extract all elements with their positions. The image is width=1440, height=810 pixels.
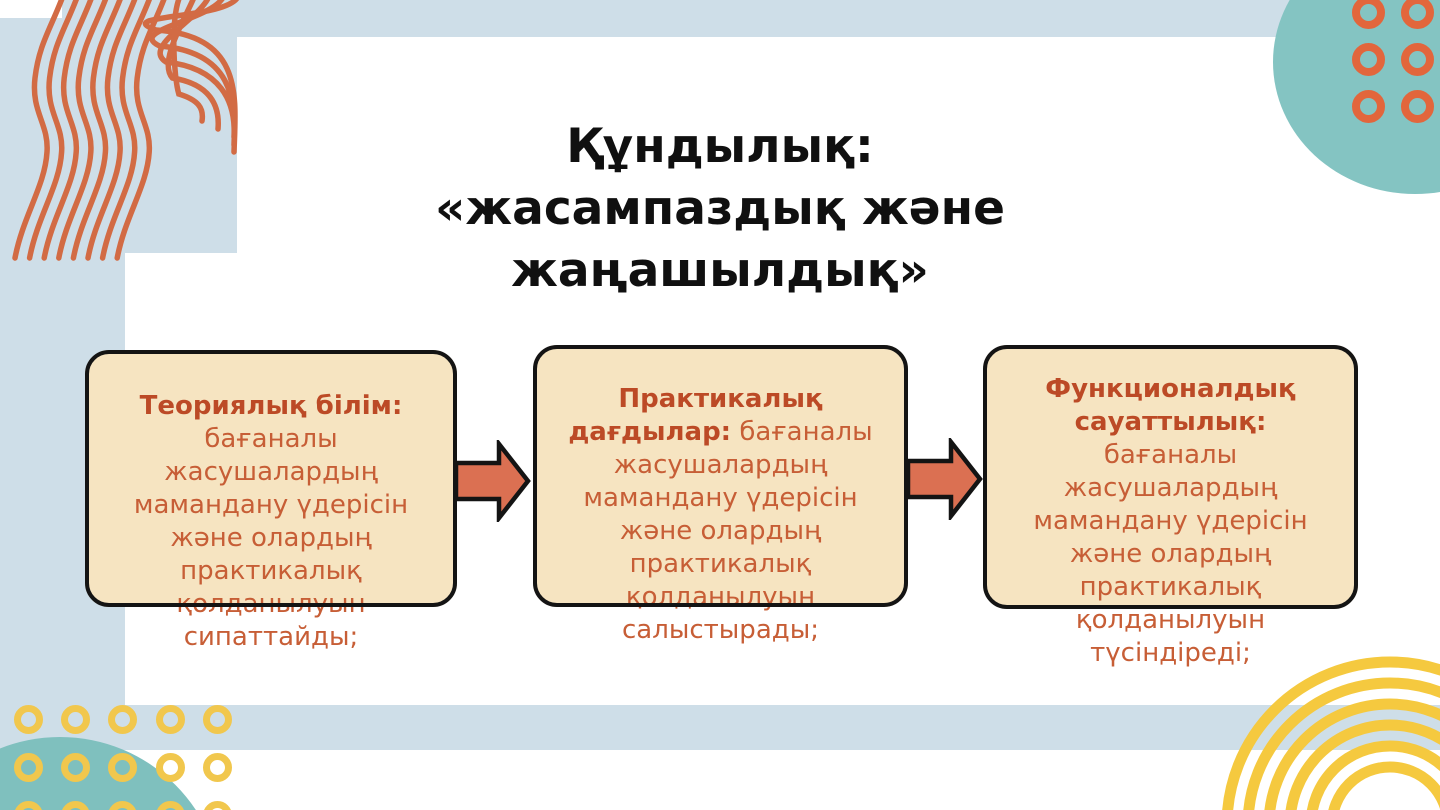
yellow-ring-icon (202, 704, 232, 734)
yellow-ring-icon (107, 704, 137, 734)
yellow-arcs-icon (1222, 656, 1440, 810)
yellow-arc (1264, 698, 1440, 810)
slide-title: Құндылық: «жасампаздық және жаңашылдық» (434, 119, 1006, 298)
yellow-ring-icon (107, 800, 137, 810)
yellow-arc (1243, 677, 1440, 810)
card-heading: Теориялық білім: (139, 391, 403, 421)
wave-line (114, 0, 167, 261)
yellow-arc (1328, 761, 1440, 810)
wave-line (85, 0, 138, 261)
yellow-ring-icon (155, 752, 185, 782)
card-theoretical-knowledge: Теориялық білім: бағаналы жасушалардың м… (85, 350, 457, 651)
card-text: Теориялық білім: бағаналы жасушалардың м… (85, 350, 457, 654)
card-heading: Практикалық дағдылар: (568, 384, 823, 447)
orange-ring-icon (1351, 42, 1385, 76)
yellow-ring-icon (13, 704, 43, 734)
wave-line (142, 0, 239, 155)
yellow-ring-icon (202, 752, 232, 782)
frame-band-top (0, 0, 1440, 37)
yellow-ring-icon (13, 752, 43, 782)
yellow-ring-icon (155, 800, 185, 810)
card-text: Практикалық дағдылар: бағаналы жасушалар… (533, 345, 908, 647)
card-practical-skills: Практикалық дағдылар: бағаналы жасушалар… (533, 345, 908, 645)
orange-ring-icon (1351, 0, 1385, 29)
yellow-ring-icon (13, 800, 43, 810)
wave-line (157, 0, 237, 140)
yellow-ring-icon (60, 704, 90, 734)
frame-band-bottom (0, 705, 1440, 750)
card-body: бағаналы жасушалардың мамандану үдерісін… (583, 417, 873, 645)
wave-line (171, 0, 206, 124)
yellow-ring-icon (60, 800, 90, 810)
card-body: бағаналы жасушалардың мамандану үдерісін… (1033, 440, 1308, 668)
wave-line (149, 0, 238, 148)
yellow-ring-icon (155, 704, 185, 734)
arrow-right-icon (906, 438, 983, 520)
yellow-ring-icon (60, 752, 90, 782)
yellow-ring-icon (202, 800, 232, 810)
wave-lines-icon (12, 0, 239, 261)
orange-ring-icon (1400, 42, 1434, 76)
wave-line (12, 0, 65, 261)
wave-line (99, 0, 152, 261)
yellow-ring-icon (107, 752, 137, 782)
yellow-arc (1306, 740, 1440, 810)
card-text: Функционалдық сауаттылық: бағаналы жасуш… (983, 345, 1358, 670)
card-heading: Функционалдық сауаттылық: (1045, 374, 1296, 437)
orange-ring-icon (1351, 89, 1385, 123)
yellow-arc (1222, 656, 1440, 810)
frame-corner-notch (0, 0, 62, 18)
card-functional-literacy: Функционалдық сауаттылық: бағаналы жасуш… (983, 345, 1358, 667)
orange-ring-icon (1400, 0, 1434, 29)
wave-line (70, 0, 123, 261)
wave-line (26, 0, 79, 261)
orange-ring-icon (1400, 89, 1434, 123)
arrow-right-icon (454, 440, 531, 522)
wave-line (41, 0, 94, 261)
wave-line (56, 0, 109, 261)
card-body: бағаналы жасушалардың мамандану үдерісін… (133, 424, 409, 652)
yellow-arc (1285, 719, 1440, 810)
